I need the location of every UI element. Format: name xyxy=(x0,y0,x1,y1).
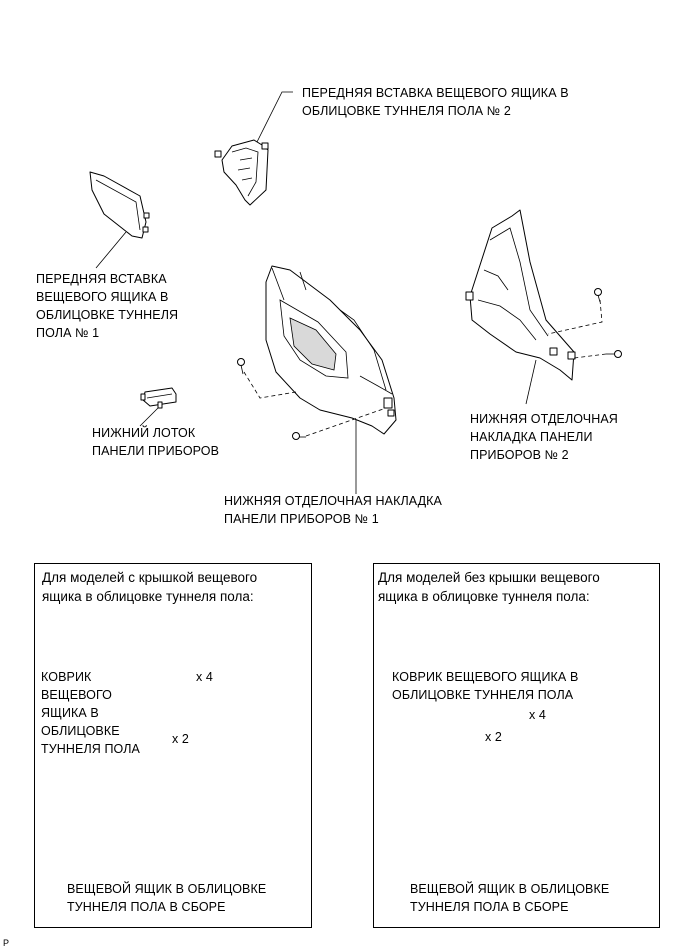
title-line: Для моделей без крышки вещевого xyxy=(378,570,600,585)
with-lid-bolt-count-x4: x 4 xyxy=(196,670,213,684)
title-line: Для моделей с крышкой вещевого xyxy=(42,570,258,585)
label-line: КОВРИК xyxy=(41,670,92,684)
label-line: ТУННЕЛЯ ПОЛА В СБОРЕ xyxy=(410,900,569,914)
label-line: ПЕРЕДНЯЯ ВСТАВКА ВЕЩЕВОГО ЯЩИКА В xyxy=(302,86,569,100)
leader-front-insert-2 xyxy=(256,91,293,143)
without-lid-assembly-label: ВЕЩЕВОЙ ЯЩИК В ОБЛИЦОВКЕ ТУННЕЛЯ ПОЛА В … xyxy=(410,880,609,916)
with-lid-mat-label: КОВРИК ВЕЩЕВОГО ЯЩИКА В ОБЛИЦОВКЕ ТУННЕЛ… xyxy=(41,668,140,758)
with-lid-title: Для моделей с крышкой вещевого ящика в о… xyxy=(42,568,257,606)
front-insert-1-part xyxy=(89,171,150,239)
label-front-insert-2: ПЕРЕДНЯЯ ВСТАВКА ВЕЩЕВОГО ЯЩИКА В ОБЛИЦО… xyxy=(302,84,569,120)
label-finish-panel-1: НИЖНЯЯ ОТДЕЛОЧНАЯ НАКЛАДКА ПАНЕЛИ ПРИБОР… xyxy=(224,492,442,528)
label-line: ТУННЕЛЯ ПОЛА xyxy=(41,742,140,756)
leader-lower-tray xyxy=(139,407,159,427)
label-line: ПАНЕЛИ ПРИБОРОВ № 1 xyxy=(224,512,379,526)
label-line: ВЕЩЕВОГО ЯЩИКА В xyxy=(36,290,169,304)
screw-panel-1-b xyxy=(292,432,306,440)
dashed-line-panel-2-a xyxy=(547,299,603,335)
label-line: НИЖНИЙ ЛОТОК xyxy=(92,426,196,440)
label-line: НАКЛАДКА ПАНЕЛИ xyxy=(470,430,593,444)
screw-panel-1-a xyxy=(237,358,245,375)
lower-tray-part xyxy=(140,387,177,409)
label-line: ТУННЕЛЯ ПОЛА В СБОРЕ xyxy=(67,900,226,914)
label-line: ПРИБОРОВ № 2 xyxy=(470,448,569,462)
label-finish-panel-2: НИЖНЯЯ ОТДЕЛОЧНАЯ НАКЛАДКА ПАНЕЛИ ПРИБОР… xyxy=(470,410,618,464)
without-lid-bolt-count-x4: x 4 xyxy=(529,708,546,722)
screw-panel-2-b xyxy=(606,350,622,358)
label-line: ВЕЩЕВОГО xyxy=(41,688,112,702)
label-lower-tray: НИЖНИЙ ЛОТОК ПАНЕЛИ ПРИБОРОВ xyxy=(92,424,219,460)
label-front-insert-1: ПЕРЕДНЯЯ ВСТАВКА ВЕЩЕВОГО ЯЩИКА В ОБЛИЦО… xyxy=(36,270,178,342)
label-line: НИЖНЯЯ ОТДЕЛОЧНАЯ НАКЛАДКА xyxy=(224,494,442,508)
without-lid-variant-box: Для моделей без крышки вещевого ящика в … xyxy=(373,563,660,928)
label-line: ОБЛИЦОВКЕ ТУННЕЛЯ ПОЛА xyxy=(392,688,574,702)
dashed-line-panel-1-a xyxy=(243,371,297,399)
label-line: ВЕЩЕВОЙ ЯЩИК В ОБЛИЦОВКЕ xyxy=(67,882,267,896)
label-line: ОБЛИЦОВКЕ ТУННЕЛЯ ПОЛА № 2 xyxy=(302,104,511,118)
dashed-line-panel-1-b xyxy=(305,407,387,437)
corner-mark: P xyxy=(3,938,10,948)
front-insert-2-part xyxy=(214,139,269,206)
with-lid-bolt-count-x2: x 2 xyxy=(172,732,189,746)
label-line: ПЕРЕДНЯЯ ВСТАВКА xyxy=(36,272,167,286)
without-lid-mat-label: КОВРИК ВЕЩЕВОГО ЯЩИКА В ОБЛИЦОВКЕ ТУННЕЛ… xyxy=(392,668,578,704)
label-line: ПОЛА № 1 xyxy=(36,326,100,340)
finish-panel-2-part xyxy=(465,209,576,381)
dashed-line-panel-2-b xyxy=(573,353,607,359)
label-line: НИЖНЯЯ ОТДЕЛОЧНАЯ xyxy=(470,412,618,426)
title-line: ящика в облицовке туннеля пола: xyxy=(42,589,254,604)
title-line: ящика в облицовке туннеля пола: xyxy=(378,589,590,604)
label-line: ОБЛИЦОВКЕ xyxy=(41,724,120,738)
screw-panel-2-a xyxy=(594,288,602,303)
label-line: ЯЩИКА В xyxy=(41,706,99,720)
without-lid-title: Для моделей без крышки вещевого ящика в … xyxy=(378,568,600,606)
leader-finish-panel-2 xyxy=(525,359,537,405)
with-lid-assembly-label: ВЕЩЕВОЙ ЯЩИК В ОБЛИЦОВКЕ ТУННЕЛЯ ПОЛА В … xyxy=(67,880,266,916)
finish-panel-1-part xyxy=(265,265,397,435)
label-line: ОБЛИЦОВКЕ ТУННЕЛЯ xyxy=(36,308,179,322)
with-lid-variant-box: Для моделей с крышкой вещевого ящика в о… xyxy=(34,563,312,928)
leader-front-insert-1 xyxy=(95,231,127,269)
label-line: ПАНЕЛИ ПРИБОРОВ xyxy=(92,444,220,458)
label-line: ВЕЩЕВОЙ ЯЩИК В ОБЛИЦОВКЕ xyxy=(410,882,610,896)
label-line: КОВРИК ВЕЩЕВОГО ЯЩИКА В xyxy=(392,670,579,684)
without-lid-bolt-count-x2: x 2 xyxy=(485,730,502,744)
